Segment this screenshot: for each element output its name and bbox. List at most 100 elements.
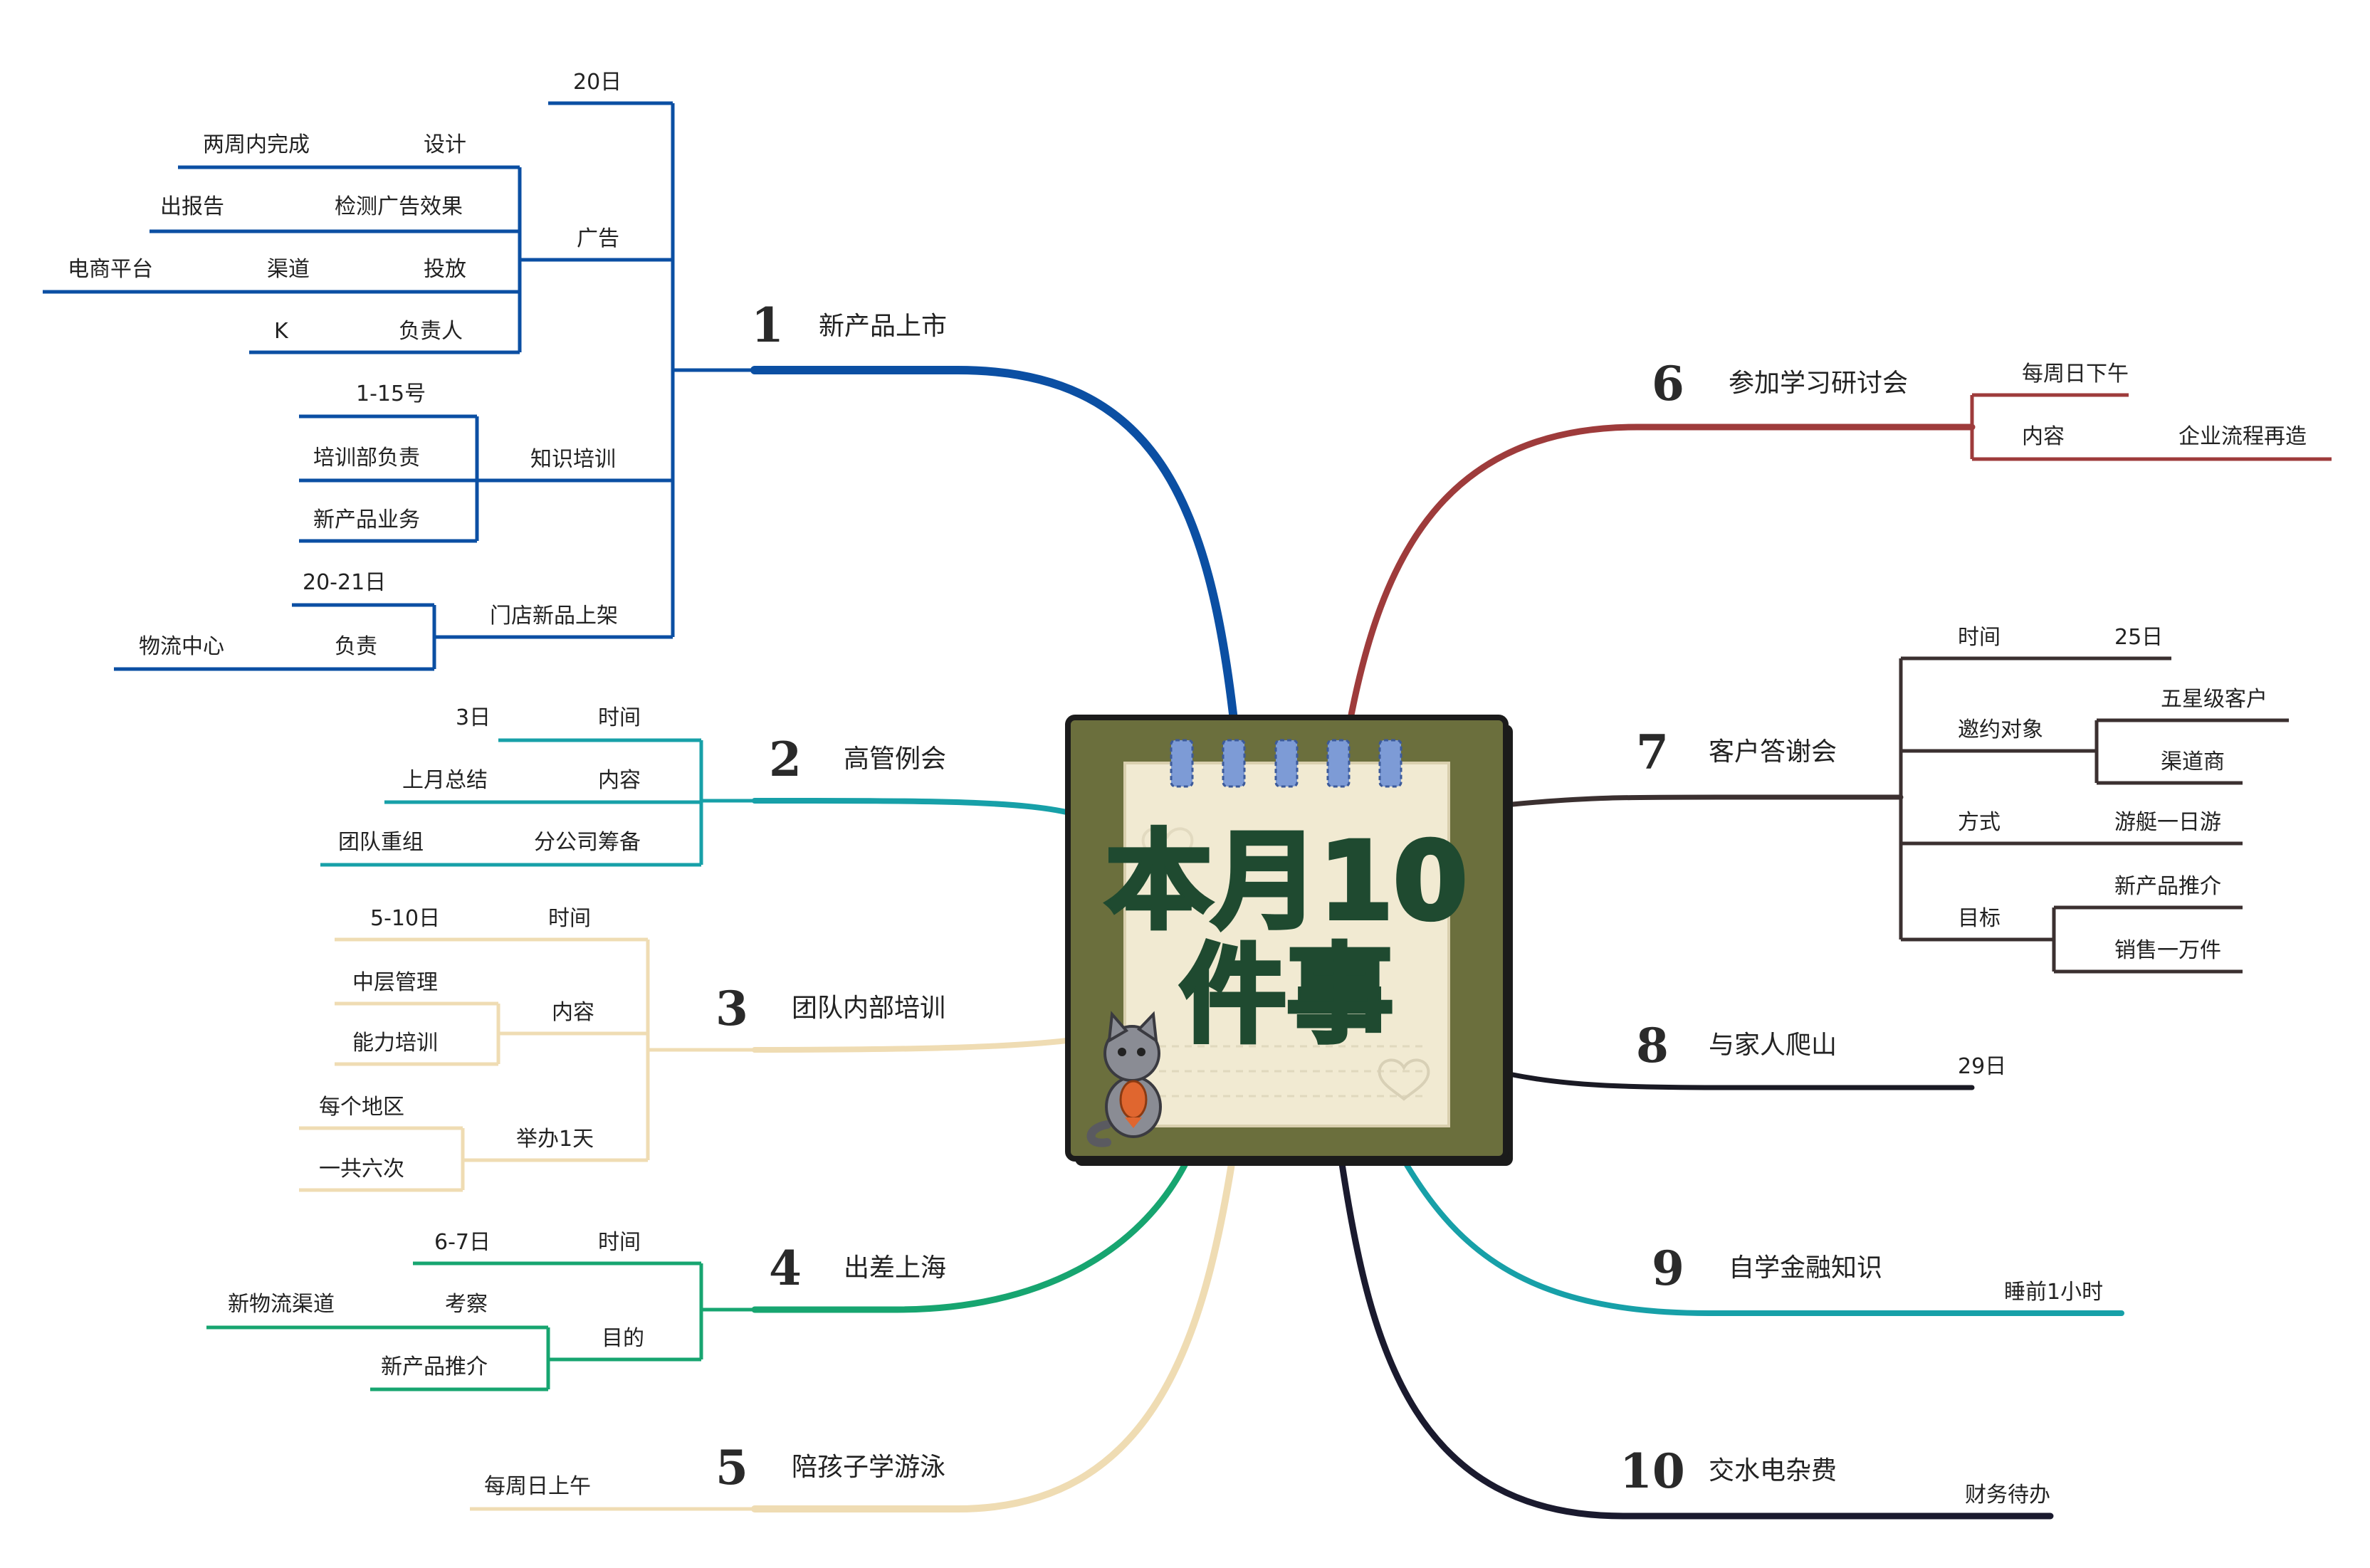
branch-7-node[interactable]: 销售一万件 (2114, 938, 2221, 963)
branch-1-node[interactable]: 广告 (577, 226, 619, 251)
branch-3-node[interactable]: 中层管理 (352, 970, 438, 995)
branch-10-node[interactable]: 财务待办 (1965, 1483, 2050, 1508)
branch-6-node[interactable]: 每周日下午 (2022, 362, 2129, 386)
branch-1-node[interactable]: 电商平台 (68, 257, 153, 282)
branch-1-connector (477, 101, 673, 639)
branch-1-connector (43, 165, 520, 354)
branch-9-node[interactable]: 睡前1小时 (2004, 1280, 2103, 1305)
branch-1-node[interactable]: 物流中心 (139, 634, 224, 659)
branch-7-node[interactable]: 方式 (1958, 810, 2001, 835)
branch-2-node[interactable]: 3日 (456, 705, 491, 730)
branch-7-node[interactable]: 邀约对象 (1958, 717, 2043, 742)
branch-1-node[interactable]: 20日 (573, 70, 622, 95)
branch-7-connector (2094, 718, 2289, 785)
branch-4-node[interactable]: 新物流渠道 (228, 1292, 335, 1317)
branch-8-number: 8 (1636, 1018, 1669, 1073)
branch-7-label[interactable]: 客户答谢会 (1709, 737, 1837, 767)
central-title-line1: 本月10 (1106, 820, 1468, 944)
branch-4-node[interactable]: 考察 (445, 1292, 488, 1317)
branch-5-number: 5 (715, 1440, 748, 1495)
branch-1-node[interactable]: 新产品业务 (313, 507, 420, 532)
branch-1-node[interactable]: 投放 (424, 257, 466, 282)
branch-1-number: 1 (751, 298, 784, 353)
branch-2-node[interactable]: 分公司筹备 (534, 830, 641, 855)
branch-1-node[interactable]: 20-21日 (303, 570, 386, 595)
branch-4-label[interactable]: 出差上海 (844, 1253, 946, 1283)
branch-1-node[interactable]: 负责人 (399, 319, 463, 344)
branch-3-node[interactable]: 能力培训 (352, 1031, 438, 1056)
branch-3-connector (335, 1001, 648, 1066)
branch-7-node[interactable]: 25日 (2114, 625, 2163, 650)
branch-1-node[interactable]: 设计 (424, 132, 466, 157)
branch-3-curve (752, 1036, 1081, 1053)
branch-1-node[interactable]: 门店新品上架 (490, 604, 618, 628)
branch-3-node[interactable]: 每个地区 (319, 1095, 404, 1120)
branch-1-node[interactable]: 两周内完成 (203, 132, 310, 157)
branch-3-node[interactable]: 5-10日 (370, 906, 440, 931)
branch-7-node[interactable]: 渠道商 (2161, 749, 2225, 774)
branch-1-connector (518, 167, 562, 352)
branch-7-node[interactable]: 目标 (1958, 906, 2001, 931)
branch-7-node[interactable]: 时间 (1958, 625, 2001, 650)
branch-4-node[interactable]: 新产品推介 (381, 1354, 488, 1379)
branch-1-connector (671, 103, 755, 637)
branch-3-connector (299, 1126, 648, 1192)
branch-4-connector (206, 1325, 701, 1391)
branch-7-node[interactable]: 五星级客户 (2161, 687, 2267, 712)
branch-1-connector (114, 603, 491, 671)
branch-4-curve (751, 1160, 1189, 1313)
branch-6-node[interactable]: 内容 (2022, 424, 2065, 449)
branch-2-curve (752, 798, 1081, 818)
branch-5-node[interactable]: 每周日上午 (484, 1474, 591, 1499)
branch-3-label[interactable]: 团队内部培训 (792, 994, 945, 1023)
branch-10-label[interactable]: 交水电杂费 (1709, 1456, 1837, 1485)
branch-7-node[interactable]: 游艇一日游 (2114, 810, 2221, 835)
heart-icon (1141, 827, 1194, 870)
branch-2-node[interactable]: 时间 (598, 705, 641, 730)
branch-2-number: 2 (769, 732, 802, 787)
branch-3-node[interactable]: 一共六次 (319, 1157, 404, 1182)
branch-2-label[interactable]: 高管例会 (844, 744, 946, 774)
branch-3-connector (335, 937, 755, 1160)
spiral-rings (1170, 739, 1402, 788)
branch-9-number: 9 (1652, 1241, 1684, 1296)
branch-8-node[interactable]: 29日 (1958, 1054, 2006, 1079)
branch-2-node[interactable]: 内容 (598, 768, 641, 793)
branch-7-node[interactable]: 新产品推介 (2114, 874, 2221, 899)
branch-6-label[interactable]: 参加学习研讨会 (1729, 369, 1908, 398)
branch-1-node[interactable]: 渠道 (267, 257, 310, 282)
branch-3-node[interactable]: 时间 (548, 906, 591, 931)
branch-3-node[interactable]: 内容 (552, 1000, 594, 1025)
branch-7-curve (1510, 794, 1904, 807)
branch-4-node[interactable]: 6-7日 (434, 1230, 491, 1255)
branch-1-node[interactable]: K (274, 319, 289, 344)
branch-2-connector (320, 738, 755, 867)
branch-6-connector (1970, 393, 2332, 461)
branch-1-node[interactable]: 出报告 (160, 194, 224, 219)
branch-4-number: 4 (769, 1241, 802, 1296)
branch-1-node[interactable]: 检测广告效果 (335, 194, 463, 219)
branch-6-node[interactable]: 企业流程再造 (2178, 424, 2307, 449)
cat-icon (1086, 1011, 1162, 1147)
central-topic[interactable]: 本月10 件事 (1065, 715, 1513, 1166)
branch-3-number: 3 (715, 981, 748, 1036)
branch-6-number: 6 (1652, 356, 1684, 411)
branch-8-label[interactable]: 与家人爬山 (1709, 1031, 1837, 1060)
branch-4-node[interactable]: 目的 (602, 1326, 644, 1351)
branch-2-node[interactable]: 团队重组 (338, 830, 424, 855)
branch-1-node[interactable]: 1-15号 (356, 382, 426, 406)
branch-1-node[interactable]: 培训部负责 (313, 446, 420, 470)
branch-10-number: 10 (1620, 1443, 1685, 1499)
branch-1-connector (299, 414, 479, 543)
branch-5-curve (751, 1160, 1235, 1512)
branch-1-node[interactable]: 知识培训 (530, 447, 616, 472)
branch-5-label[interactable]: 陪孩子学游泳 (792, 1453, 945, 1482)
branch-4-node[interactable]: 时间 (598, 1230, 641, 1255)
branch-1-node[interactable]: 负责 (335, 634, 377, 659)
branch-3-node[interactable]: 举办1天 (516, 1127, 594, 1152)
branch-1-label[interactable]: 新产品上市 (819, 312, 947, 341)
branch-9-label[interactable]: 自学金融知识 (1729, 1253, 1882, 1283)
branch-2-node[interactable]: 上月总结 (402, 768, 488, 793)
